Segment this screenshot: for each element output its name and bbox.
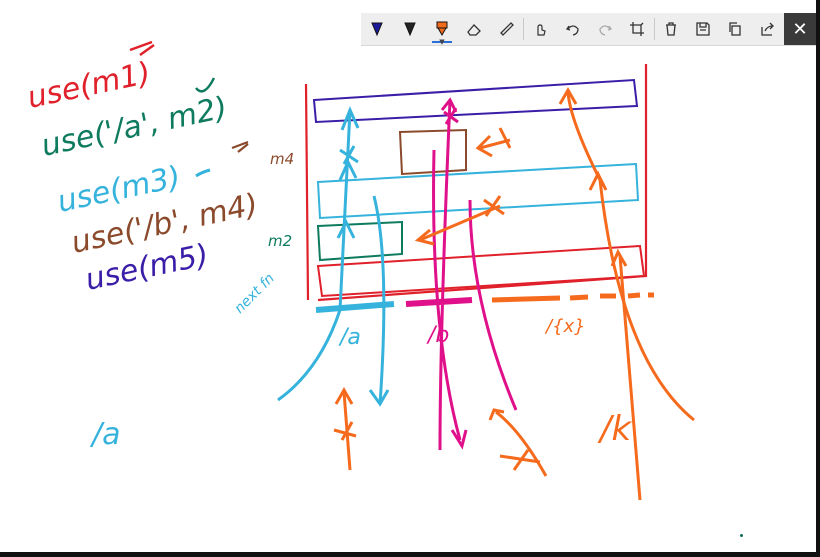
highlighter-icon (436, 21, 448, 37)
share-icon (761, 22, 774, 36)
svg-text:/a: /a (338, 325, 361, 350)
touch-icon (537, 24, 546, 36)
copy-icon (729, 22, 742, 36)
trash-icon (665, 22, 676, 36)
svg-text:/{x}: /{x} (544, 316, 586, 337)
touch-writing-button[interactable] (524, 13, 556, 45)
save-icon (696, 22, 710, 36)
cursor-dot (740, 534, 743, 537)
ballpoint-pen-button[interactable] (361, 13, 393, 45)
copy-button[interactable] (719, 13, 751, 45)
eraser-icon (467, 24, 482, 36)
svg-text:next fn: next fn (232, 271, 278, 317)
close-button[interactable]: ✕ (784, 13, 816, 45)
active-tool-indicator (431, 41, 453, 43)
undo-icon (565, 25, 579, 36)
eraser-button[interactable] (458, 13, 490, 45)
pen-icon (371, 22, 383, 37)
toolbar-separator (653, 18, 655, 40)
handwriting-line-1: use(m1) (24, 40, 155, 116)
crop-icon (630, 22, 645, 36)
close-icon: ✕ (792, 18, 808, 40)
toolbar-separator (522, 18, 524, 40)
svg-text:/b: /b (426, 323, 449, 348)
svg-text:m4: m4 (270, 150, 294, 168)
stack-outline (304, 64, 648, 302)
pencil-button[interactable] (393, 13, 425, 45)
svg-text:m2: m2 (268, 232, 292, 250)
svg-text:/k: /k (597, 409, 632, 449)
ruler-button[interactable] (491, 13, 523, 45)
share-button[interactable] (752, 13, 784, 45)
svg-text:/a: /a (89, 417, 121, 452)
chevron-down-icon: ▼ (439, 38, 445, 46)
svg-text:use(m1): use(m1) (24, 56, 153, 116)
crop-button[interactable] (621, 13, 653, 45)
layer-m2-block (316, 220, 403, 262)
delete-button[interactable] (655, 13, 687, 45)
save-button[interactable] (687, 13, 719, 45)
redo-button (589, 13, 621, 45)
layer-m4-block (398, 128, 467, 176)
ink-toolbar: ▼ ✕ (361, 13, 816, 46)
undo-button[interactable] (556, 13, 588, 45)
highlighter-button[interactable]: ▼ (426, 13, 458, 46)
pencil-icon (403, 22, 416, 37)
layer-m5 (312, 78, 639, 124)
redo-icon (599, 25, 612, 36)
ruler-icon (499, 22, 514, 36)
layer-m3 (316, 162, 640, 220)
layer-m1 (316, 244, 646, 298)
